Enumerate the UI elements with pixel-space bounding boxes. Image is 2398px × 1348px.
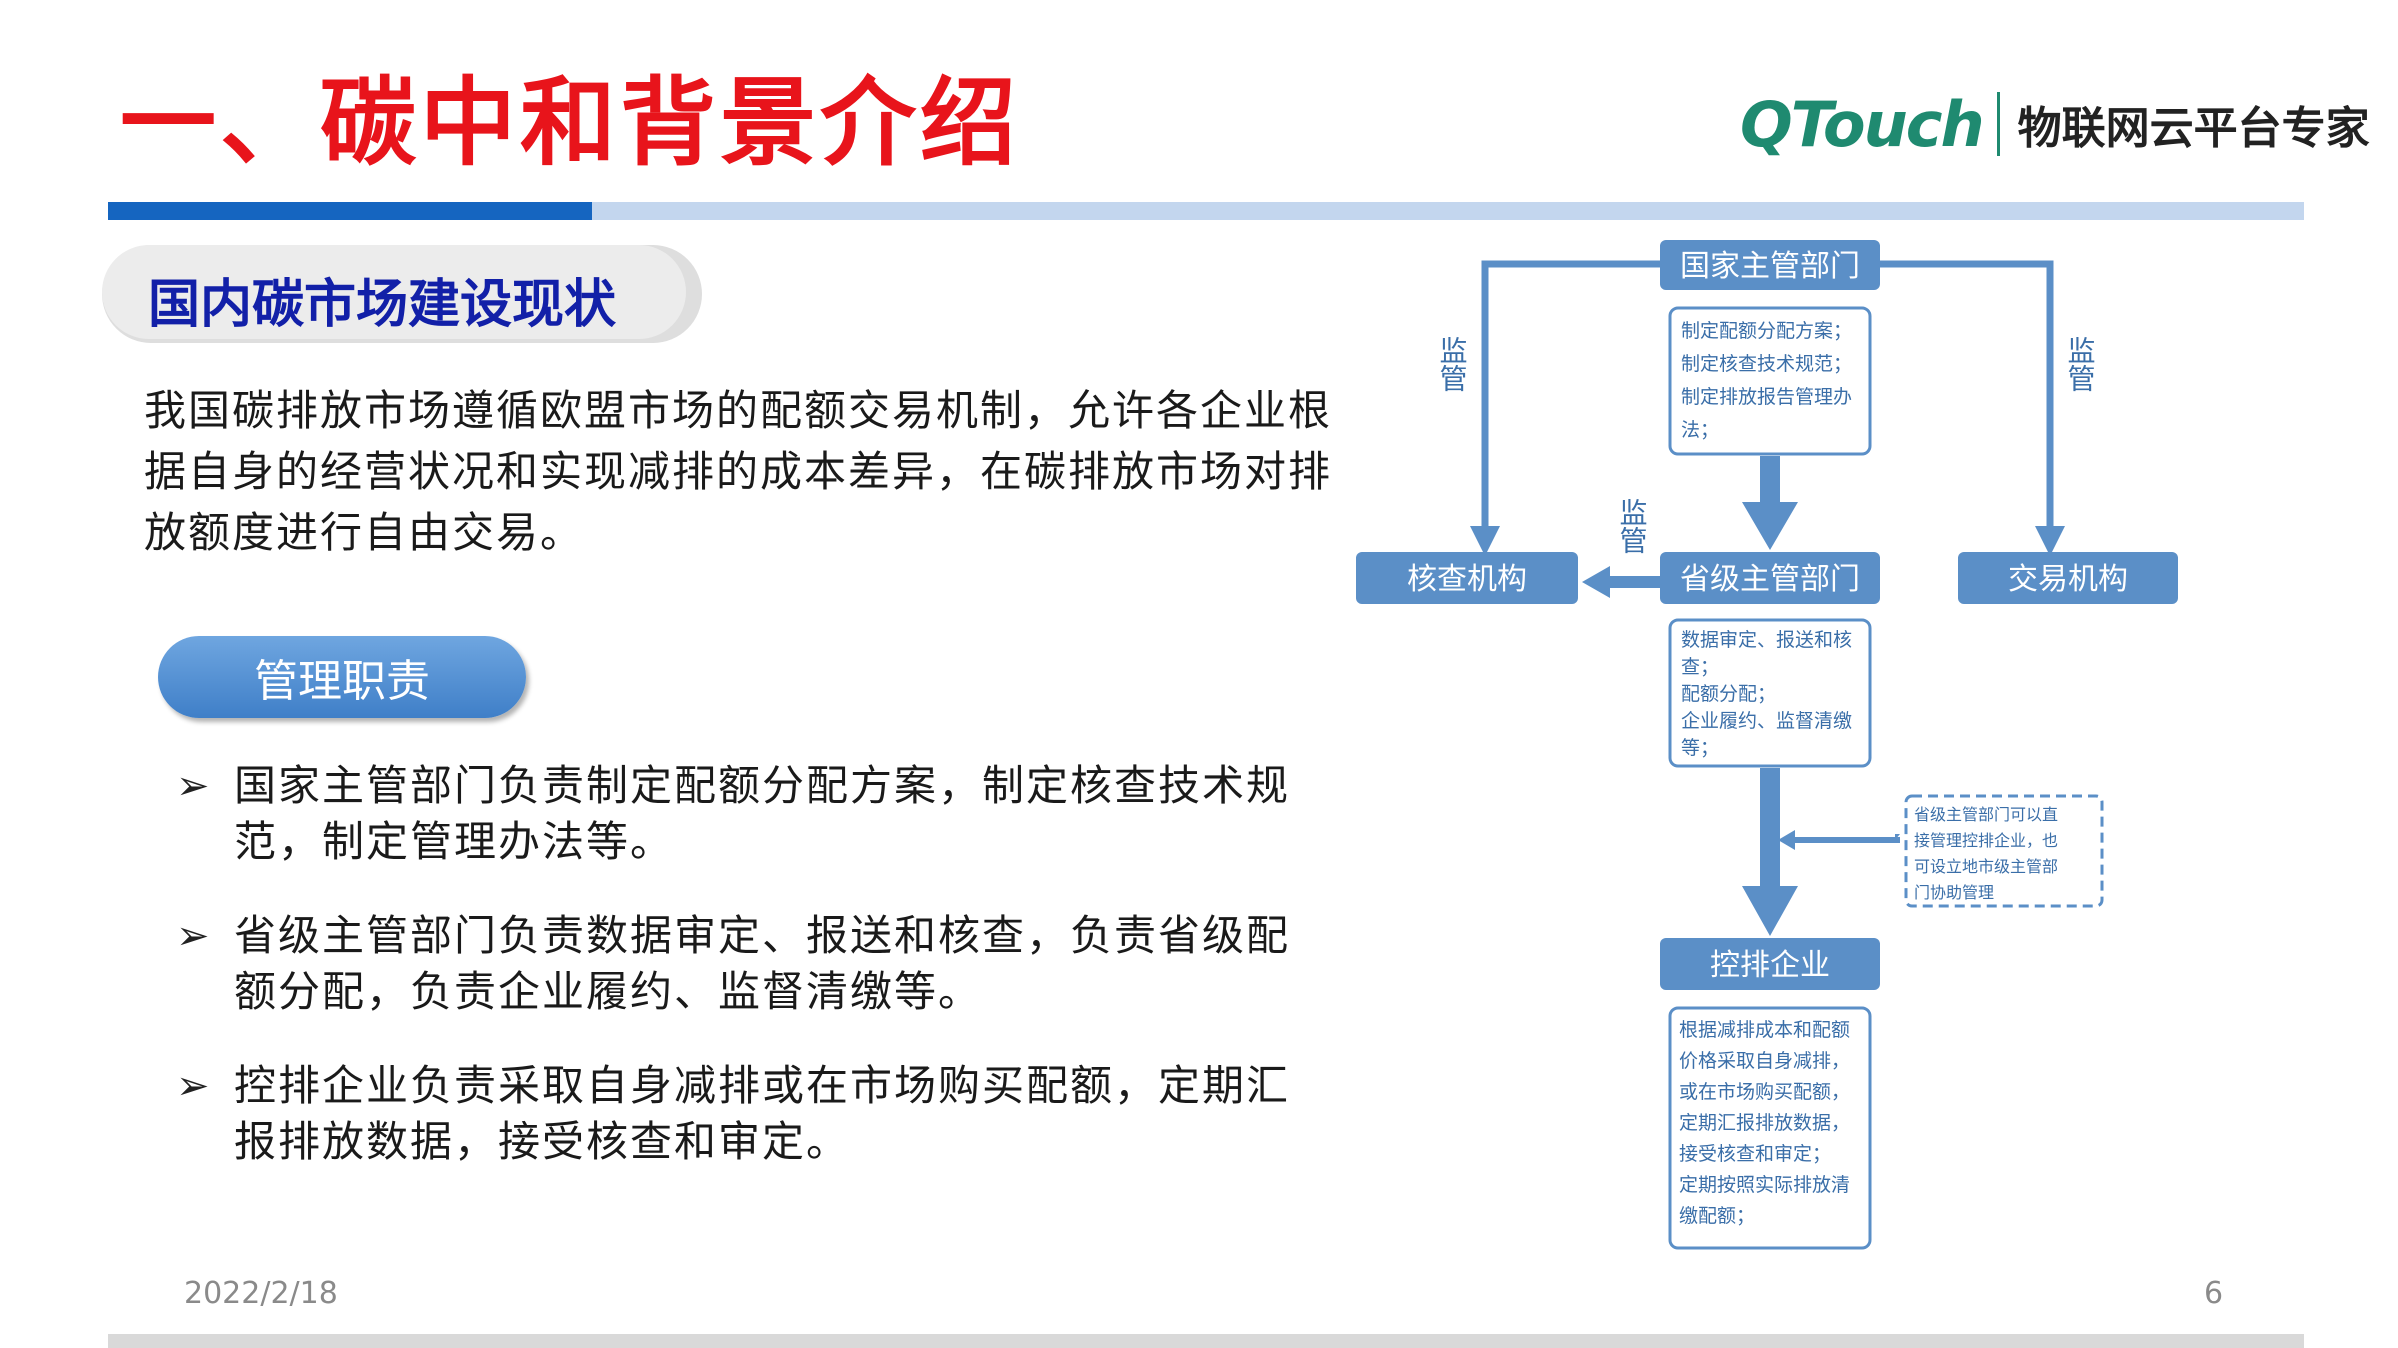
enterprise-label: 控排企业 [1710, 948, 1830, 983]
note-line: 接管理控排企业，也 [1914, 831, 2058, 850]
arrow-provincial-to-enterprise [1742, 768, 1798, 936]
responsibilities-pill: 管理职责 [158, 636, 526, 718]
national-duties-box [1668, 306, 1872, 456]
bullet-arrow-icon: ➢ [176, 763, 212, 809]
note-line: 门协助管理 [1914, 883, 1994, 902]
note-line: 省级主管部门可以直 [1914, 805, 2058, 824]
arrow-head-left [1470, 526, 1500, 556]
svg-text:监管: 监管 [1616, 498, 1649, 554]
supervise-connector-left [1481, 260, 1660, 536]
svg-text:监管: 监管 [1436, 336, 1469, 392]
national-duty-line: 制定配额分配方案； [1681, 320, 1852, 342]
national-duty-line: 法； [1681, 419, 1719, 441]
verification-agency-label: 核查机构 [1407, 562, 1527, 597]
enterprise-duty-line: 价格采取自身减排， [1679, 1050, 1850, 1072]
provincial-duty-line: 查； [1681, 656, 1719, 678]
supervise-label-left: 监管 [1436, 336, 1469, 392]
national-duty-line: 制定核查技术规范； [1681, 353, 1852, 375]
trading-institution-box [1958, 552, 2178, 604]
arrow-provincial-to-verification [1582, 566, 1665, 598]
verification-agency-box [1356, 552, 1578, 604]
responsibility-text: 国家主管部门负责制定配额分配方案，制定核查技术规范，制定管理办法等。 [234, 761, 1291, 866]
carbon-market-flowchart: 国家主管部门 制定配额分配方案； 制定核查技术规范； 制定排放报告管理办 法； … [1356, 240, 2178, 1250]
enterprise-box [1660, 938, 1880, 990]
provincial-authority-box [1660, 552, 1880, 604]
supervise-label-middle: 监管 [1616, 498, 1649, 554]
enterprise-duty-line: 定期汇报排放数据， [1679, 1112, 1850, 1134]
footer-bar [108, 1334, 2304, 1348]
enterprise-duties-box [1668, 1006, 1872, 1250]
provincial-duty-line: 数据审定、报送和核 [1681, 629, 1852, 651]
logo-divider [1996, 92, 2000, 156]
provincial-duty-line: 企业履约、监督清缴 [1681, 710, 1852, 732]
enterprise-duty-line: 接受核查和审定； [1679, 1143, 1831, 1165]
arrow-national-to-provincial [1742, 456, 1798, 550]
bullet-arrow-icon: ➢ [176, 1063, 212, 1109]
bullet-arrow-icon: ➢ [176, 913, 212, 959]
enterprise-duty-line: 或在市场购买配额， [1679, 1081, 1850, 1103]
supervise-connector-right [1880, 260, 2054, 536]
provincial-duty-line: 等； [1681, 737, 1719, 759]
enterprise-duty-line: 定期按照实际排放清 [1679, 1174, 1850, 1196]
svg-text:监管: 监管 [2064, 336, 2097, 392]
provincial-duties-box [1668, 618, 1872, 768]
delegation-note-box [1904, 794, 2104, 908]
brand-logo: QTouch 物联网云平台专家 [1740, 84, 2370, 164]
section-tag [102, 245, 686, 339]
intro-paragraph: 我国碳排放市场遵循欧盟市场的配额交易机制，允许各企业根据自身的经营状况和实现减排… [144, 386, 1333, 557]
footer-date: 2022/2/18 [184, 1276, 338, 1311]
brand-tagline: 物联网云平台专家 [2017, 103, 2370, 154]
responsibility-text: 控排企业负责采取自身减排或在市场购买配额，定期汇报排放数据，接受核查和审定。 [234, 1061, 1291, 1166]
national-authority-box [1660, 240, 1880, 290]
responsibility-text: 省级主管部门负责数据审定、报送和核查，负责省级配额分配，负责企业履约、监督清缴等… [234, 911, 1291, 1016]
brand-wordmark: QTouch [1740, 87, 1985, 161]
page-number: 6 [2204, 1276, 2224, 1311]
header-accent-bar [108, 202, 592, 220]
provincial-authority-label: 省级主管部门 [1680, 562, 1860, 597]
section-heading: 国内碳市场建设现状 [148, 275, 617, 335]
note-line: 可设立地市级主管部 [1914, 857, 2058, 876]
enterprise-duty-line: 根据减排成本和配额 [1679, 1019, 1850, 1041]
header-divider-bar [592, 202, 2304, 220]
arrow-head-right [2035, 526, 2065, 556]
national-authority-label: 国家主管部门 [1680, 249, 1860, 284]
trading-institution-label: 交易机构 [2008, 562, 2128, 597]
supervise-label-right: 监管 [2064, 336, 2097, 392]
national-duty-line: 制定排放报告管理办 [1681, 386, 1852, 408]
provincial-duty-line: 配额分配； [1681, 683, 1776, 705]
enterprise-duty-line: 缴配额； [1679, 1205, 1755, 1227]
page-title: 一、碳中和背景介绍 [120, 66, 1020, 179]
